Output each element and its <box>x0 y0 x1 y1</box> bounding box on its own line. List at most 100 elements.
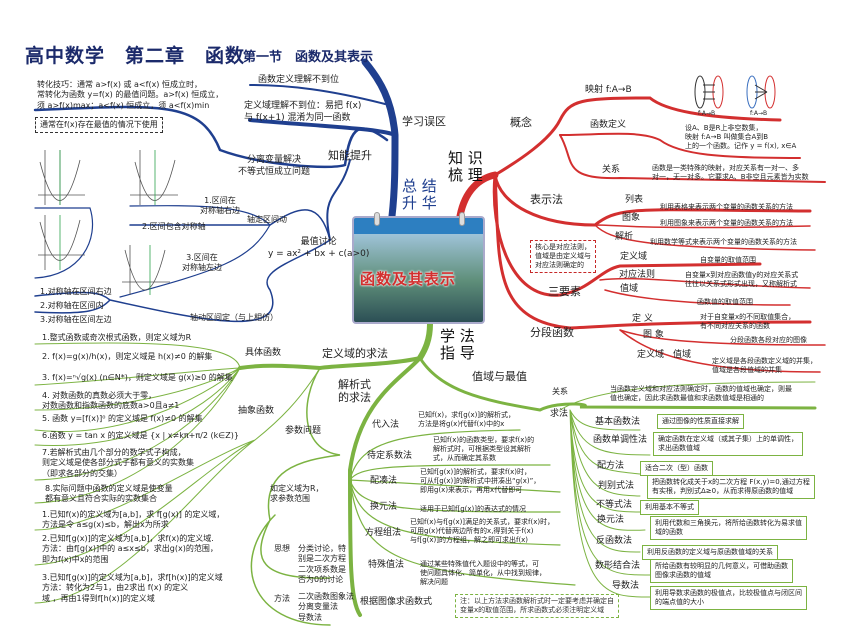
branch-knowledge: 知 识 梳 理 <box>448 149 483 184</box>
range-relation-label: 关系 <box>552 387 568 396</box>
range-item-label: 反函数法 <box>596 536 633 546</box>
mapping-diagram-label: f:A→B <box>750 110 768 117</box>
idea-label: 思想 <box>274 544 290 553</box>
range-item-label: 不等式法 <box>596 500 633 510</box>
expr-item-label: 待定系数法 <box>367 451 413 461</box>
mistakes-label: 学习误区 <box>402 115 446 128</box>
range-item-label: 配方法 <box>597 461 625 471</box>
range-item-label: 换元法 <box>597 515 625 525</box>
element-text: 自变量的取值范围 <box>700 256 756 264</box>
page-title: 高中数学 第二章 函数 <box>25 45 246 67</box>
mapping-label: 映射 f:A→B <box>585 85 632 95</box>
expr-item-label: 特殊值法 <box>368 560 405 570</box>
mistake-1: 函数定义理解不到位 <box>258 75 340 85</box>
separation-label: 分离变量解决 不等式恒成立问题 <box>238 155 311 177</box>
element-label: 定义域 <box>620 252 648 262</box>
range-item-label: 判别式法 <box>598 481 635 491</box>
case-2: 2.区间包含对称轴 <box>142 222 206 231</box>
concrete-item: 8.实际问题中函数的定义域是使变量 都有意义且符合实际的实数集合 <box>45 484 173 504</box>
idea-text: 分类讨论，特 别是二次方程 二次项系数是 否为0的讨论 <box>298 544 346 585</box>
abstract-item: 3.已知f[g(x)]的定义域为[a,b]，求f[h(x)]的定义域 方法：转化… <box>42 573 223 603</box>
element-text: 函数值的取值范围 <box>697 298 753 306</box>
note-box: 注：以上方法求函数解析式时一定要考虑并确定自 变量x的取值范围，所求函数式必须注… <box>455 594 619 619</box>
concrete-label: 具体函数 <box>245 348 282 358</box>
rep-item-text: 利用数学等式来表示两个变量的函数关系的方法 <box>650 238 797 246</box>
range-item-label: 数形结合法 <box>595 561 641 571</box>
range-item-text: 通过图像的性质直接求解 <box>657 414 744 430</box>
expr-item-label: 代入法 <box>372 420 400 430</box>
relation-text: 函数是一类特殊的映射，对应关系有一对一、多 对一，无一对多。它要求A、B非空且元… <box>652 164 809 182</box>
expr-item-text: 已知f[g(x)]的解析式，要求f(x)时， 可从f[g(x)]的解析式中拼凑出… <box>420 468 541 495</box>
three-elements-label: 三要素 <box>548 285 581 298</box>
way-text: 二次函数图象法 分离变量法 导数法 <box>298 592 354 622</box>
expr-item-label: 配凑法 <box>370 476 398 486</box>
axis-moving-label: 轴动区间定（与上相仿） <box>190 313 278 322</box>
core-note: 核心是对应法则， 值域是由定义域与 对应法则确定的 <box>530 240 596 274</box>
domain-methods-label: 定义域的求法 <box>322 347 388 360</box>
rep-item-label: 图象 <box>622 213 641 223</box>
concrete-item: 2. f(x)=g(x)/h(x)，则定义域是 h(x)≠0 的解集 <box>42 352 213 361</box>
element-label: 对应法则 <box>619 270 656 280</box>
center-title: 函数及其表示 <box>360 270 457 288</box>
expr-item-label: 换元法 <box>370 502 398 512</box>
case-3: 3.区间在 对称轴左边 <box>182 253 222 273</box>
concrete-item: 1.整式函数或奇次根式函数，则定义域为R <box>42 333 192 342</box>
range-item-text: 利用反函数的定义域与原函数值域的关系 <box>642 545 778 561</box>
range-item-label: 函数单调性法 <box>593 435 648 445</box>
parameter-label: 参数问题 <box>285 426 322 436</box>
range-item-text: 利用代数和三角换元，将所给函数转化为易求值 域的函数 <box>650 516 807 541</box>
improve-label: 知能提升 <box>328 149 372 162</box>
rep-item-text: 利用表格来表示两个变量的函数关系的方法 <box>660 203 793 211</box>
mapping-diagram-label: f:A→B <box>698 110 716 117</box>
moving-case-3: 3.对称轴在区间左边 <box>40 315 112 324</box>
pw-item-text: 对于自变量x的不同取值集合， 有不同对应关系的函数 <box>700 313 796 331</box>
concrete-item: 4. 对数函数的真数必须大于零， 对数函数和指数函数的底数a>0且a≠1 <box>42 391 180 411</box>
extremum-label: 最值讨论 y = ax² + bx + c(a>0) <box>268 237 370 259</box>
concrete-item: 7.若解析式由几个部分的数学式子构成， 则定义域是使各部分式子都有意义的实数集 … <box>42 448 194 478</box>
abstract-item: 2.已知f[g(x)]的定义域为[a,b]，求f(x)的定义域. 方法：由f[g… <box>42 534 218 564</box>
expression-label: 解析式 的求法 <box>338 378 371 405</box>
definition-label: 函数定义 <box>590 120 627 130</box>
pw-item-text: 分段函数各段对应的图像 <box>730 336 807 344</box>
graph-expression-label: 根据图像求函数式 <box>360 597 433 607</box>
moving-case-2: 2.对称轴在区间内 <box>40 301 104 310</box>
conversion-tip: 转化技巧：通常 a>f(x) 或 a<f(x) 恒成立时， 常转化为函数 y=f… <box>37 80 224 110</box>
piecewise-label: 分段函数 <box>530 326 574 339</box>
range-item-text: 利用基本不等式 <box>640 500 699 516</box>
definition-text: 设A、B是R上非空数集， 映射 f:A→B 叫做集合A到B 上的一个函数。记作 … <box>685 124 797 151</box>
binder-ring-icon <box>459 212 465 226</box>
rep-item-text: 利用图象来表示两个变量的函数关系的方法 <box>660 219 793 227</box>
pw-item-label: 图 象 <box>643 330 664 340</box>
pw-item-text: 定义域是各段函数定义域的并集， 值域是各段值域的并集 <box>712 357 817 375</box>
range-item-label: 导数法 <box>612 581 640 591</box>
concrete-item: 3. f(x)=ⁿ√g(x) (n∈N*)，则定义域是 g(x)≥0 的解集 <box>42 373 233 382</box>
range-item-text: 适合二次（型）函数 <box>640 461 713 477</box>
axis-fixed-label: 轴定区间动 <box>247 215 287 224</box>
range-methods-label: 求法 <box>550 409 569 419</box>
range-item-text: 利用导数求函数的极值点，比较极值点与闭区间 的端点值的大小 <box>650 586 807 611</box>
relation-label: 关系 <box>602 165 621 175</box>
range-item-text: 把函数转化成关于x的二次方程 F(x,y)=0,通过方程 有实根，判别式Δ≥0，… <box>647 475 815 500</box>
range-item-label: 基本函数法 <box>595 417 641 427</box>
abstract-label: 抽象函数 <box>238 406 275 416</box>
representation-label: 表示法 <box>530 193 563 206</box>
expr-item-text: 通过某些特殊值代入题设中的等式，可 使问题具体化、简单化，从中找到规律， 解决问… <box>420 560 546 587</box>
moving-case-1: 1.对称轴在区间右边 <box>40 287 112 296</box>
range-relation-text: 当函数定义域和对应法则确定时，函数的值域也确定，则最 值也确定，因此求函数最值和… <box>610 385 792 403</box>
case-1: 1.区间在 对称轴右边 <box>200 196 240 216</box>
range-item-text: 所给函数有较明显的几何意义，可借助函数 图像求函数的值域 <box>650 559 793 584</box>
range-item-text: 确定函数在定义域（或其子集）上的单调性， 求出函数值域 <box>653 432 803 457</box>
pw-item-label: 定义域 值域 <box>637 350 692 360</box>
element-label: 值域 <box>620 284 639 294</box>
expr-item-text: 适用于已知f[g(x)]的表达式的情况 <box>420 505 526 513</box>
mistake-2: 定义域理解不到位：易把 f(x) 与 f(x+1) 混淆为同一函数 <box>244 101 362 123</box>
tip-note: 通常在f(x)存在最值的情况下使用 <box>35 117 163 134</box>
branch-method: 学 法 指 导 <box>440 327 475 362</box>
concrete-item: 6.函数 y = tan x 的定义域是 {x | x≠kπ+π/2 (k∈Z)… <box>42 431 239 440</box>
parabola-graphs <box>38 150 178 295</box>
rep-item-label: 列表 <box>625 195 644 205</box>
concrete-item: 5. 函数 y=[f(x)]⁰ 的定义域是 f(x)≠0 的解集 <box>42 414 203 423</box>
abstract-item: 1.已知f(x)的定义域为[a,b]，求 f[g(x)] 的定义域， 方法是令 … <box>42 510 225 530</box>
way-label: 方法 <box>274 594 290 603</box>
